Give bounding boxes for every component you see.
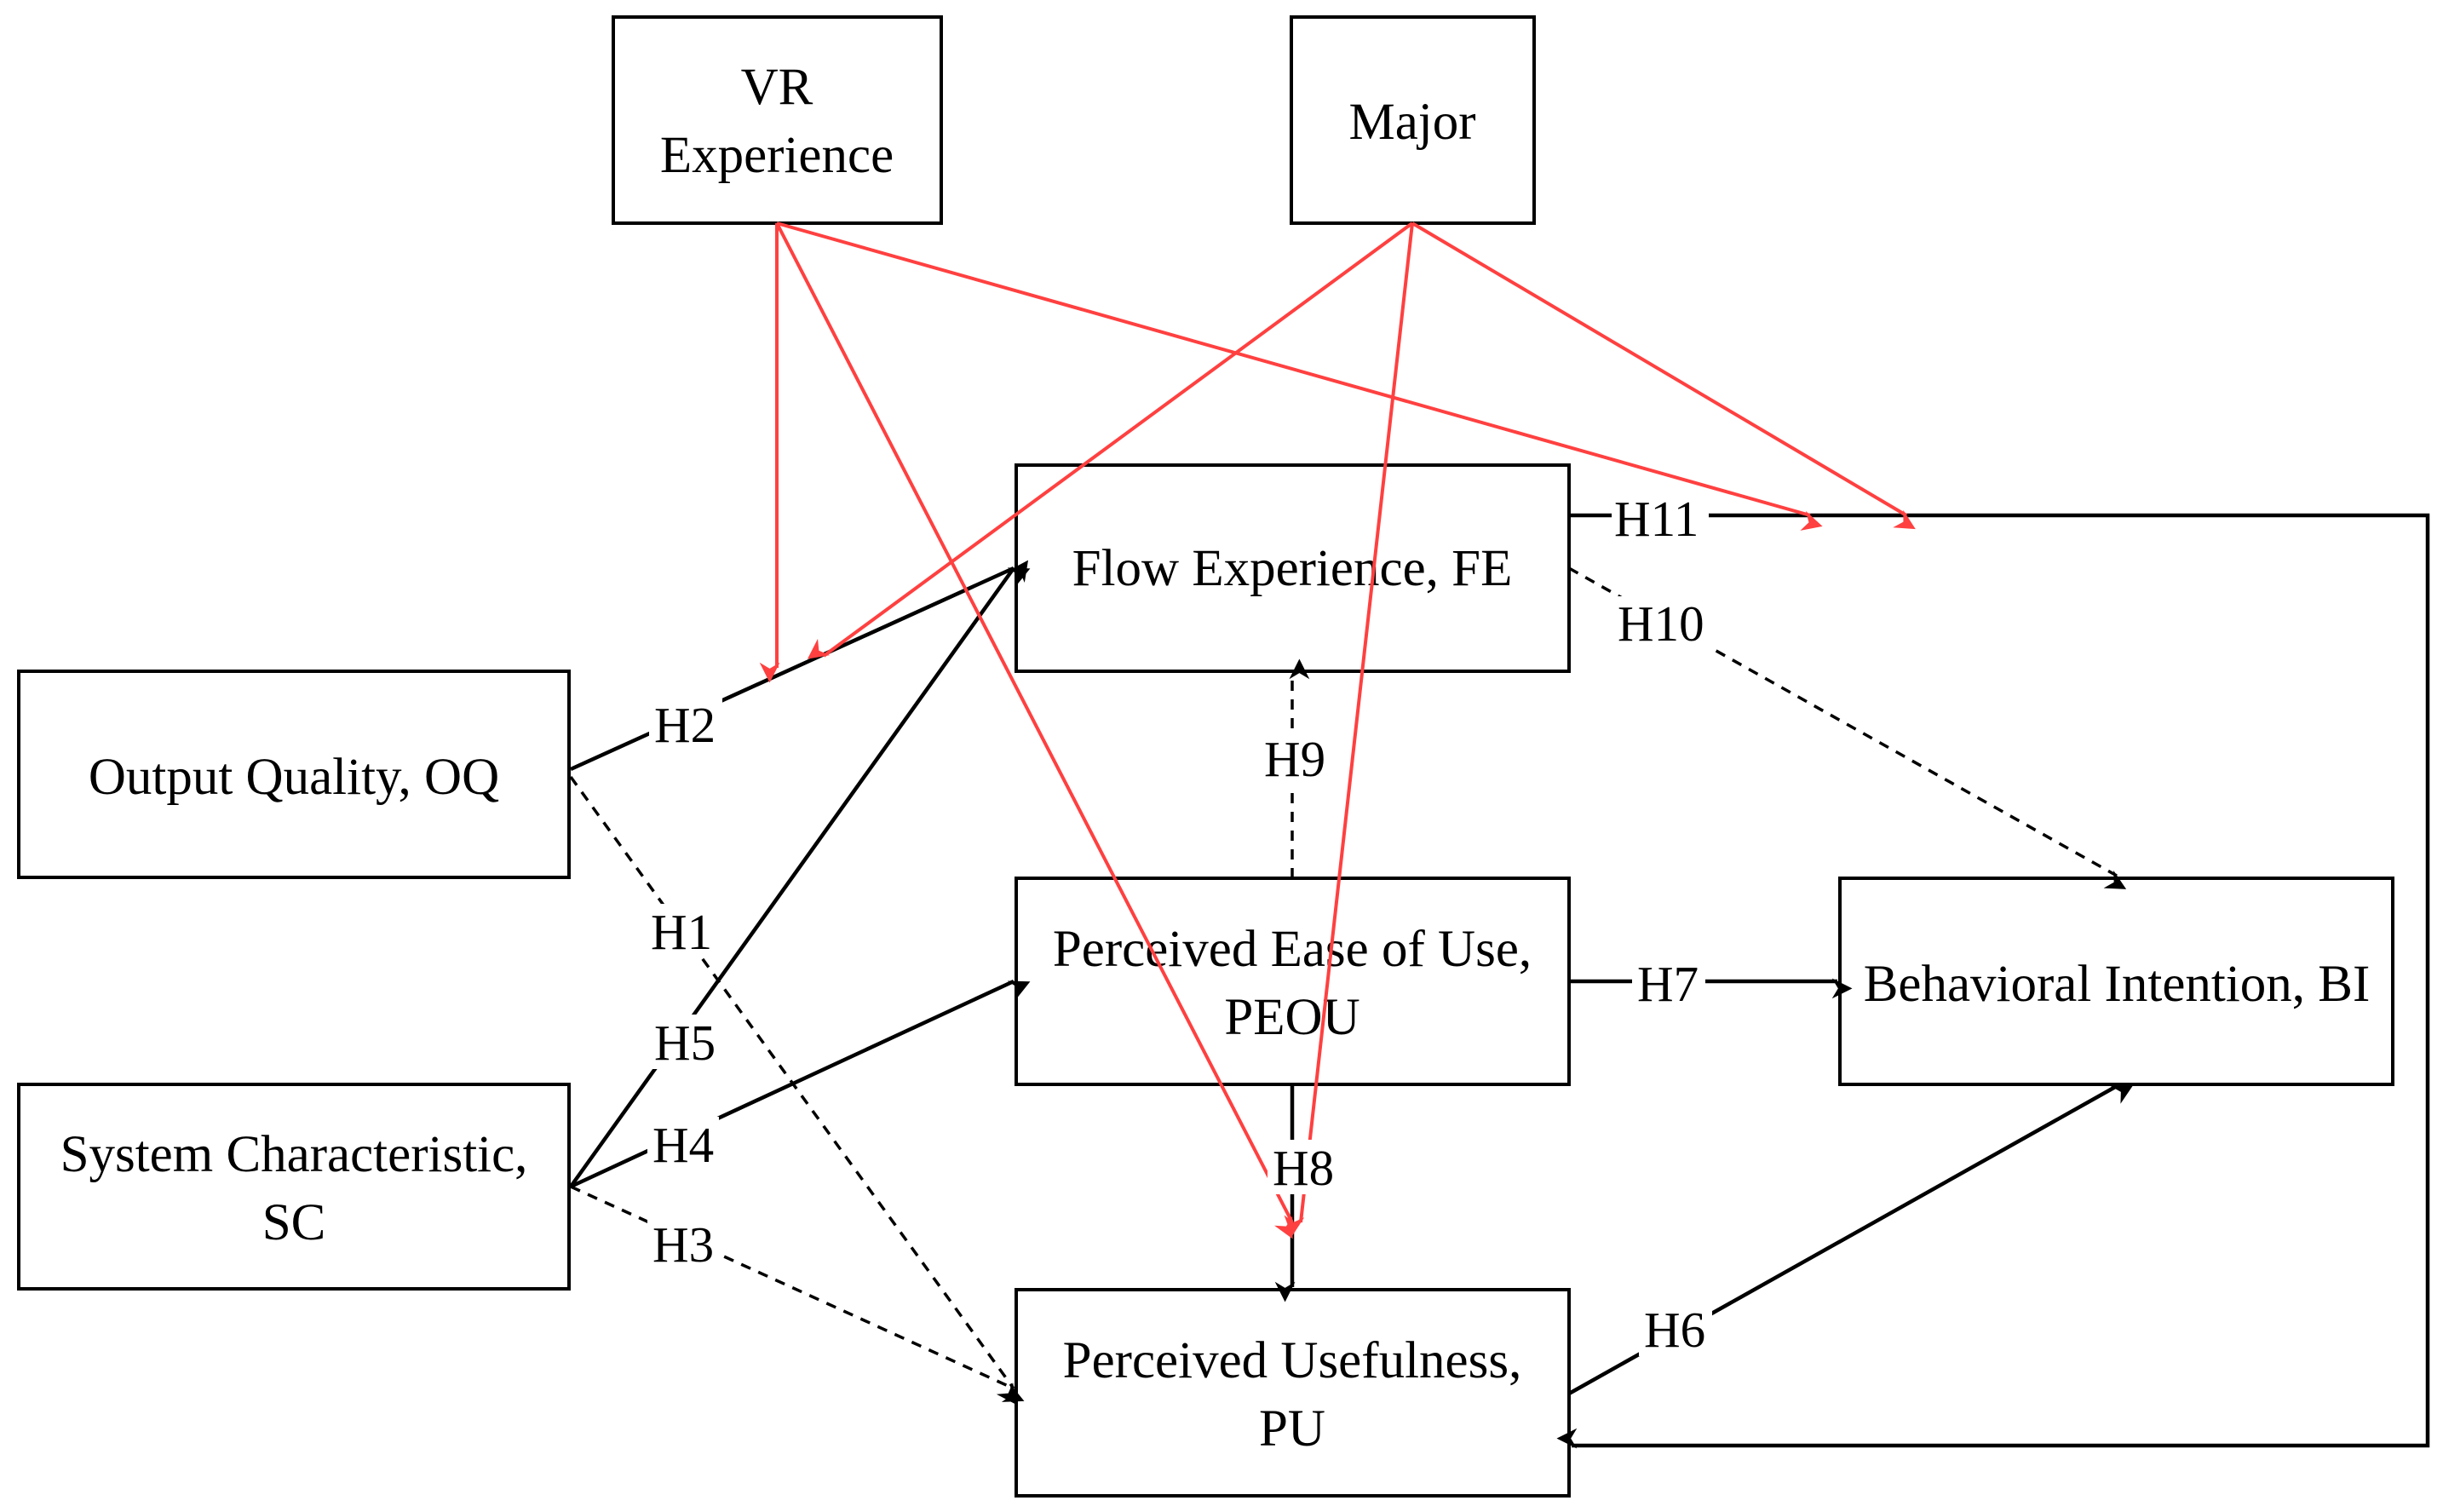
h2-label: H2 (649, 697, 722, 753)
svg-text:H4: H4 (652, 1117, 714, 1173)
peou-box: Perceived Ease of Use, PEOU (1015, 877, 1571, 1086)
perceived-usefulness-label-line2: PU (1259, 1400, 1325, 1457)
path-sc-to-peou (570, 979, 1031, 1189)
path-sc-to-fe (569, 560, 1029, 1188)
h8-label: H8 (1267, 1140, 1341, 1196)
vr-experience-label-line1: VR (741, 59, 813, 116)
svg-text:H11: H11 (1614, 491, 1699, 547)
system-characteristic-box: System Characteristic, SC (17, 1083, 571, 1291)
svg-text:H9: H9 (1264, 731, 1325, 787)
moderator-major-on-h11 (1411, 221, 1916, 530)
moderator-vr-on-h8 (775, 222, 1294, 1239)
major-label: Major (1348, 94, 1475, 151)
moderator-major-on-h2 (807, 221, 1414, 659)
svg-text:H7: H7 (1637, 956, 1699, 1012)
svg-text:H1: H1 (651, 904, 712, 960)
vr-experience-label-line2: Experience (660, 127, 894, 184)
path-fe-to-pu (1556, 513, 2430, 1449)
flow-experience-label: Flow Experience, FE (1072, 540, 1513, 597)
h5-label: H5 (649, 1015, 722, 1071)
svg-text:H5: H5 (654, 1015, 716, 1071)
system-characteristic-label-line2: SC (262, 1194, 326, 1251)
behavioral-intention-box: Behavioral Intention, BI (1838, 877, 2394, 1086)
h3-label: H3 (647, 1216, 719, 1273)
h6-label: H6 (1639, 1302, 1712, 1358)
perceived-usefulness-label-line1: Perceived Usefulness, (1063, 1332, 1522, 1389)
svg-text:H2: H2 (654, 697, 716, 753)
peou-label-line2: PEOU (1224, 989, 1359, 1046)
svg-text:H3: H3 (652, 1216, 714, 1273)
path-sc-to-pu (570, 1185, 1025, 1402)
path-oq-to-fe (570, 566, 1031, 772)
perceived-usefulness-box: Perceived Usefulness, PU (1015, 1288, 1571, 1498)
system-characteristic-label-line1: System Characteristic, (60, 1126, 528, 1183)
h11-label: H11 (1612, 491, 1709, 547)
vr-experience-box: VR Experience (612, 15, 943, 225)
major-box: Major (1290, 15, 1536, 225)
h1-label: H1 (646, 904, 712, 960)
behavioral-intention-label: Behavioral Intention, BI (1864, 956, 2371, 1013)
svg-text:H10: H10 (1618, 595, 1704, 652)
h10-label: H10 (1615, 595, 1714, 652)
h4-label: H4 (647, 1117, 719, 1173)
h7-label: H7 (1632, 956, 1705, 1012)
output-quality-label: Output Quality, OQ (89, 749, 499, 806)
moderator-vr-on-h11 (776, 221, 1823, 531)
output-quality-box: Output Quality, OQ (17, 670, 571, 879)
h9-label: H9 (1259, 731, 1329, 787)
moderator-major-on-h8 (1284, 222, 1414, 1237)
svg-text:H8: H8 (1273, 1140, 1334, 1196)
peou-label-line1: Perceived Ease of Use, (1053, 921, 1532, 978)
flow-experience-box: Flow Experience, FE (1015, 463, 1571, 673)
svg-text:H6: H6 (1644, 1302, 1705, 1358)
